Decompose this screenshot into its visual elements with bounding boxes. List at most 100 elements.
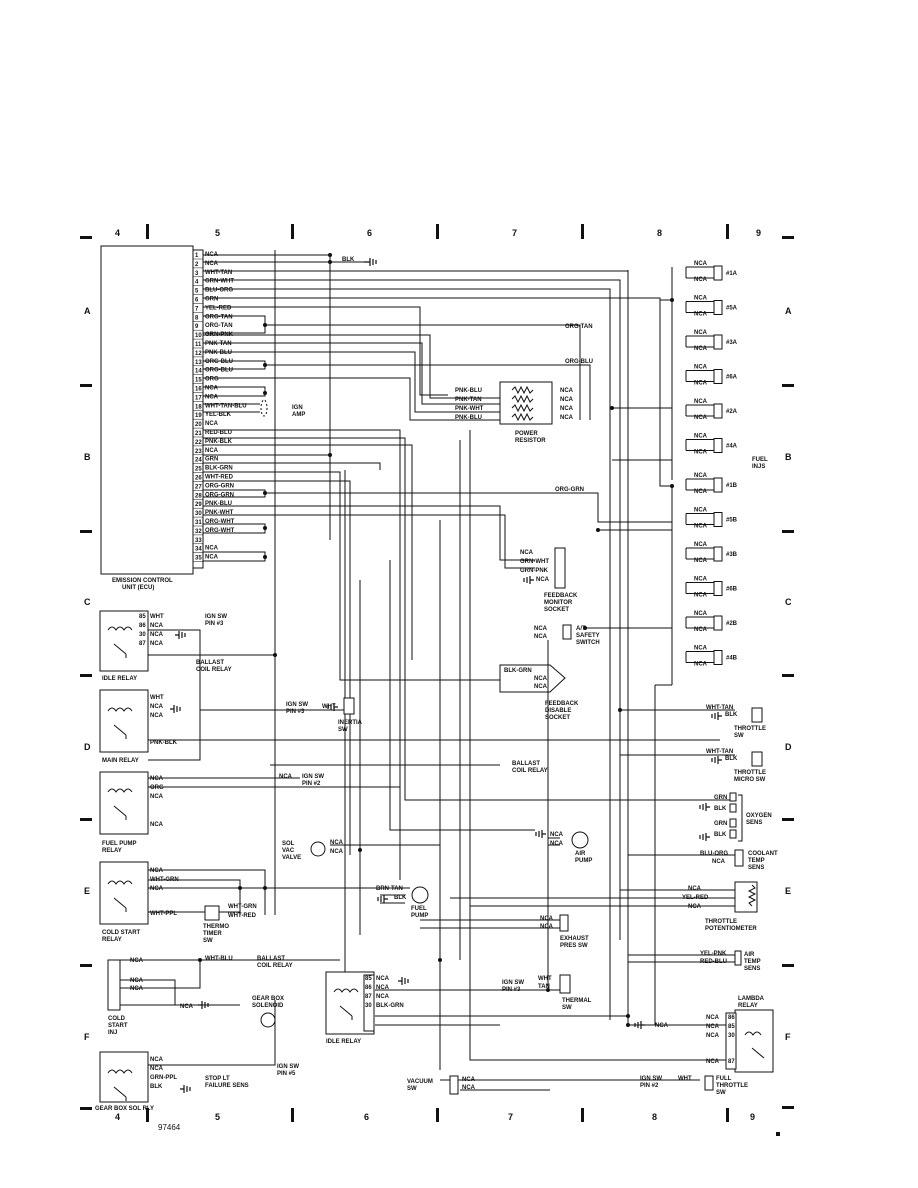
relay-wire-label: NCA [376, 985, 390, 991]
ecu-pin-number: 27 [195, 484, 202, 490]
injector-wire [686, 370, 714, 382]
vacuum-wire: NCA [462, 1077, 476, 1083]
ground-icon [634, 1021, 645, 1029]
relay-wire-label: BLK [150, 1084, 163, 1090]
ground-icon [699, 803, 710, 811]
ecu-pin-wire: ORG-BLU [205, 368, 233, 374]
ecu-pin-wire: ORG [205, 377, 219, 383]
ecu-pin-wire: NCA [205, 555, 219, 561]
ecu-pin-number: 28 [195, 493, 202, 499]
ecu-pin-wire: PNK-BLK [205, 439, 233, 445]
throttle-micro-wire: BLK [725, 756, 738, 762]
ecu-pin-number: 7 [195, 306, 199, 312]
grid-col-4-bottom: 4 [115, 1112, 120, 1122]
fuel-pump-wire: BRN-TAN [376, 886, 403, 892]
ecu-title-1: EMISSION CONTROL [112, 578, 173, 584]
row-a-right: A [785, 306, 792, 316]
ground-icon [180, 1085, 191, 1093]
ecu-pin-wire: ORG-GRN [205, 492, 234, 498]
throttle-sw-wire: WHT-TAN [706, 705, 733, 711]
ground-top: BLK [342, 257, 377, 266]
ecu-pin-wire: GRN-WHT [205, 279, 234, 285]
relay-contact-icon [339, 1005, 353, 1020]
grid-top: 4 5 6 7 8 9 [80, 224, 794, 239]
ground-icon [398, 977, 409, 985]
injector-wire-b: NCA [694, 450, 708, 456]
grid-col-9: 9 [756, 228, 761, 238]
relay-wire-label: NCA [150, 794, 164, 800]
coolant-wire: BLU-ORG [700, 851, 728, 857]
row-e-right: E [785, 886, 791, 896]
lambda-pin: 30 [728, 1033, 735, 1039]
injector-wire-b: NCA [694, 662, 708, 668]
ground-icon [535, 830, 546, 838]
ecu-pin-wire: ORG-TAN [205, 314, 233, 320]
ecu-pin-wire: NCA [205, 386, 219, 392]
throttle-pot-wire: NCA [688, 886, 702, 892]
relay-pin-number: 87 [365, 994, 372, 1000]
ecu-pin-number: 34 [195, 547, 202, 553]
injector-wire [686, 404, 714, 417]
power-resistor-in-wire: PNK-BLU [455, 388, 482, 394]
relay-coil-icon [107, 788, 133, 793]
relay-wire-label: WHT [150, 695, 164, 701]
ecu-pin-number: 1 [195, 253, 199, 259]
power-resistor-out-wire: NCA [560, 388, 574, 394]
coolant-wire: NCA [712, 859, 726, 865]
fuel-injectors: #1ANCANCA#5ANCANCA#3ANCANCA#6ANCANCA#2AN… [685, 261, 738, 668]
gear-box-relay-label: GEAR BOX SOL RLY [95, 1106, 154, 1112]
relay-contact-icon [113, 805, 127, 820]
injector-wire-b: NCA [694, 558, 708, 564]
ecu-pin-number: 21 [195, 431, 202, 437]
relay-coil-icon [107, 1069, 133, 1074]
injector-wire-a: NCA [694, 296, 708, 302]
injector-wire [686, 266, 714, 279]
ecu-pin-strip [192, 249, 204, 569]
ecu-pin-number: 2 [195, 262, 199, 268]
ecu-pin-wire: YEL-BLK [205, 412, 232, 418]
row-b-left: B [84, 452, 91, 462]
idle-relay-label: IDLE RELAY [102, 676, 137, 682]
ecu-pin-wire: PNK-WHT [205, 510, 234, 516]
ecu-pin-wire: NCA [205, 421, 219, 427]
ecu-pin-wire: NCA [205, 261, 219, 267]
throttle-micro-wire: WHT-TAN [706, 749, 733, 755]
ground-icon [377, 895, 388, 903]
fuel-injector [713, 512, 723, 527]
relay-coil-icon [744, 1031, 762, 1036]
relay-wire-label: NCA [150, 886, 164, 892]
ecu-pin-wire: BLK-GRN [205, 466, 233, 472]
thermal-wire: WHT [538, 976, 552, 982]
ecu-pin-wire: NCA [205, 448, 219, 454]
relay-contact-icon [113, 724, 127, 739]
grid-col-9-bottom: 9 [750, 1112, 755, 1122]
resistor-icon [511, 394, 534, 404]
relay-coil-icon [333, 988, 359, 993]
ecu-pin-number: 3 [195, 271, 199, 277]
relay-wire-label: NCA [150, 868, 164, 874]
ecu-pin-number: 19 [195, 413, 202, 419]
ecu-pin-wire: WHT-TAN [205, 270, 232, 276]
injector-wire-a: NCA [694, 330, 708, 336]
fuel-injector [713, 650, 723, 665]
